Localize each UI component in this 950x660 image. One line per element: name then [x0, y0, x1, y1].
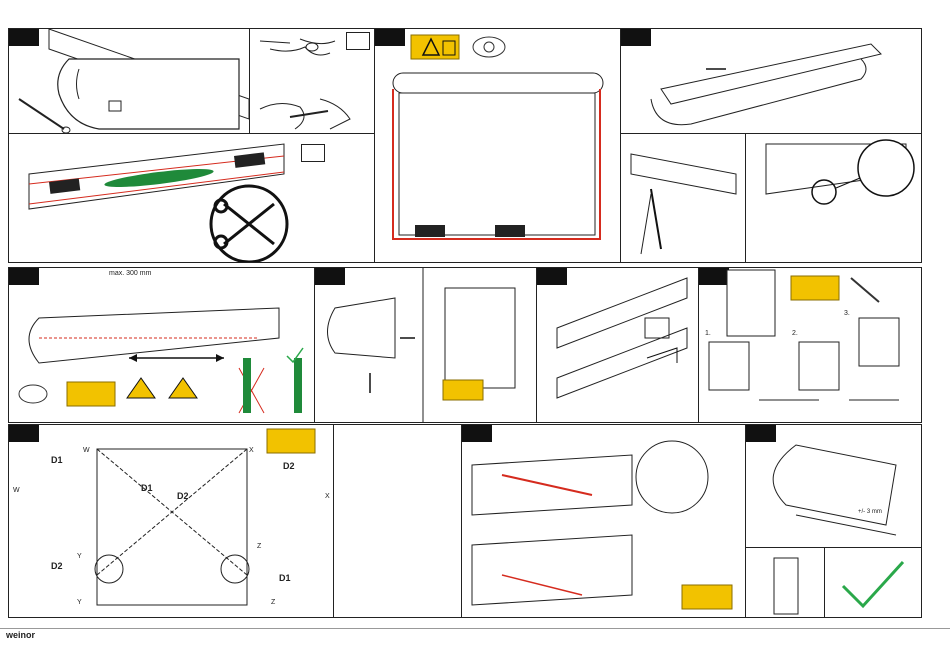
step-9-panel: D1 D2 D1 D2 D2 D1 W X Y Z W X Y Z: [8, 424, 334, 618]
step-1b-panel: [249, 28, 375, 134]
endcap-drawing: [315, 268, 537, 423]
brand-logo: weinor: [6, 630, 35, 640]
step-5-panel: max. 300 mm: [8, 267, 315, 423]
endcap-measure-drawing: [746, 425, 922, 548]
step-4c-panel: [745, 133, 922, 263]
step-10-panel: [461, 424, 746, 618]
step-8-panel: 1. 2. 3.: [698, 267, 922, 423]
detail-magnifier-drawing: [746, 134, 922, 263]
step-2-panel: [8, 133, 375, 263]
step-4-panel: [620, 28, 922, 134]
footer-rule: [0, 628, 950, 629]
profile-detail-drawing: [621, 134, 746, 263]
step-11c-panel: [824, 547, 922, 618]
step-1-panel: [8, 28, 250, 134]
diagonal-measure-drawing: [9, 425, 334, 618]
step-11-panel: +/- 3 mm: [745, 424, 922, 548]
remote-control-drawing: [746, 548, 825, 618]
profile-extend-drawing: [9, 268, 315, 423]
hands-tool-drawing: [250, 29, 375, 134]
roller-assembly-drawing: [9, 134, 375, 263]
check-icon: [825, 548, 922, 618]
step-7-panel: [536, 267, 699, 423]
step-11b-panel: [745, 547, 825, 618]
blank-panel: [333, 424, 462, 618]
tension-adjust-drawing: [462, 425, 746, 618]
shade-screen-drawing: [375, 29, 621, 263]
step-6-panel: [314, 267, 537, 423]
step-3-panel: [374, 28, 621, 263]
bracket-drawing: [537, 268, 699, 423]
profile-drawing: [621, 29, 922, 134]
step-4b-panel: [620, 133, 746, 263]
bracket-mount-drawing: [699, 268, 922, 423]
cassette-cover-drawing: [9, 29, 250, 134]
